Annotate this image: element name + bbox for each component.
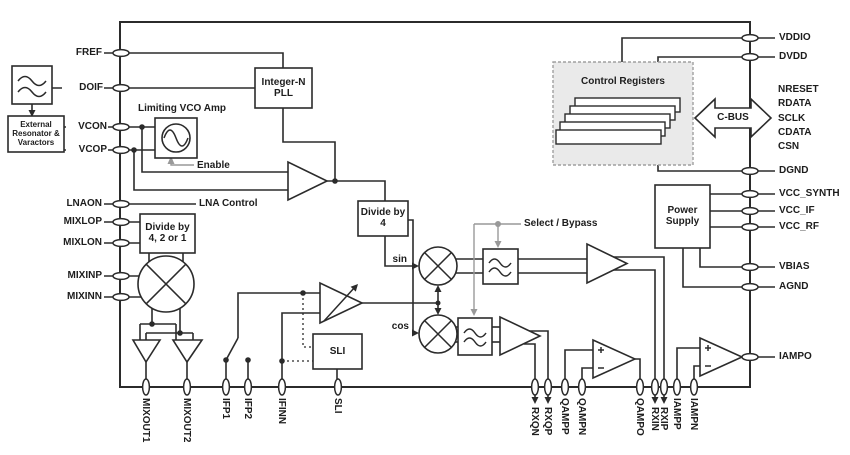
sine-wave-icon bbox=[163, 129, 189, 147]
limiting-vco-amp-label: Limiting VCO Amp bbox=[138, 103, 226, 114]
pin-label-rxip: RXIP bbox=[658, 407, 669, 431]
pin-label-mixlop: MIXLOP bbox=[63, 216, 102, 227]
pin-label-nreset: NRESET bbox=[778, 84, 819, 95]
pin-label-rdata: RDATA bbox=[778, 98, 812, 109]
control-registers-label: Control Registers bbox=[581, 76, 665, 87]
pin-label-rxqp: RXQP bbox=[542, 407, 553, 436]
pin-label-vddio: VDDIO bbox=[779, 32, 811, 43]
resonator-filter-box bbox=[11, 65, 53, 105]
control-lines bbox=[170, 160, 521, 310]
pin-label-doif: DOIF bbox=[62, 82, 104, 93]
register-stack bbox=[555, 97, 681, 145]
pll-label: Integer-N PLL bbox=[261, 77, 306, 99]
lna-control-label: LNA Control bbox=[199, 198, 258, 209]
pin-label-iampn: IAMPN bbox=[688, 398, 699, 431]
pll-box bbox=[254, 67, 313, 109]
pin-label-ifinn: IFINN bbox=[276, 398, 287, 425]
enable-label: Enable bbox=[197, 160, 230, 171]
pin-label-iampp: IAMPP bbox=[671, 398, 682, 430]
power-supply-label: Power Supply bbox=[665, 205, 700, 227]
block-glyphs bbox=[17, 75, 711, 369]
vco-buffer-amp bbox=[287, 160, 329, 202]
pin-label-qampn: QAMPN bbox=[576, 398, 587, 436]
i-filter-box bbox=[482, 248, 519, 285]
pin-label-mixout1: MIXOUT1 bbox=[140, 398, 151, 443]
pin-label-agnd: AGND bbox=[779, 281, 809, 292]
cbus-label: C-BUS bbox=[717, 112, 749, 123]
pin-label-vcc-synth: VCC_SYNTH bbox=[779, 188, 840, 199]
filter-icon-i bbox=[488, 258, 512, 277]
filter-icon-tl bbox=[17, 75, 47, 98]
pin-label-iampo: IAMPO bbox=[779, 351, 812, 362]
pin-label-lnaon: LNAON bbox=[66, 198, 102, 209]
sli-box bbox=[312, 333, 363, 370]
pin-label-vcc-rf: VCC_RF bbox=[779, 221, 820, 232]
pin-markers bbox=[112, 33, 759, 396]
pin-label-fref: FREF bbox=[75, 47, 102, 58]
vga-gain-arrow bbox=[323, 286, 356, 322]
q-filter-box bbox=[457, 317, 493, 356]
sli-sense-lines bbox=[282, 293, 313, 362]
i-opamp bbox=[699, 336, 744, 378]
pin-label-mixinn: MIXINN bbox=[67, 291, 102, 302]
signal-lines bbox=[31, 37, 775, 398]
divide-421-box bbox=[139, 213, 196, 254]
junction-dots bbox=[131, 124, 441, 364]
external-resonator-label: External Resonator & Varactors bbox=[12, 120, 60, 147]
q-output-amp bbox=[499, 315, 542, 357]
sli-label: SLI bbox=[329, 346, 346, 357]
power-supply-box bbox=[654, 184, 711, 249]
pin-label-csn: CSN bbox=[778, 141, 800, 152]
pin-label-dgnd: DGND bbox=[779, 165, 809, 176]
control-arrowheads bbox=[167, 156, 502, 316]
pin-label-mixlon: MIXLON bbox=[63, 237, 102, 248]
pin-label-ifp2: IFP2 bbox=[242, 398, 253, 420]
pin-label-vbias: VBIAS bbox=[779, 261, 810, 272]
pin-label-ifp1: IFP1 bbox=[220, 398, 231, 420]
pin-label-vcc-if: VCC_IF bbox=[779, 205, 815, 216]
mixout2-buffer bbox=[171, 339, 204, 364]
pin-label-sli-pin: SLI bbox=[332, 398, 343, 414]
pin-label-mixout2: MIXOUT2 bbox=[181, 398, 192, 443]
pin-label-sclk: SCLK bbox=[778, 113, 806, 124]
sin-label: sin bbox=[392, 254, 407, 265]
pin-label-dvdd: DVDD bbox=[779, 51, 808, 62]
divide-4-label: Divide by 4 bbox=[360, 207, 406, 229]
pin-label-vcon: VCON bbox=[66, 121, 108, 132]
q-opamp-signs bbox=[598, 347, 604, 369]
external-resonator-box bbox=[7, 115, 65, 153]
mixout1-buffer bbox=[131, 339, 162, 364]
cbus-arrow bbox=[693, 97, 773, 139]
q-opamp bbox=[592, 338, 637, 380]
pin-label-rxqn: RXQN bbox=[529, 407, 540, 436]
pin-label-mixinp: MIXINP bbox=[67, 270, 102, 281]
divide-4-box bbox=[357, 200, 409, 237]
cos-label: cos bbox=[391, 321, 409, 332]
i-opamp-signs bbox=[705, 345, 711, 367]
pin-label-qampo: QAMPO bbox=[634, 398, 645, 436]
i-output-amp bbox=[586, 242, 629, 285]
divide-421-label: Divide by 4, 2 or 1 bbox=[145, 222, 190, 244]
pin-label-vcop: VCOP bbox=[66, 144, 108, 155]
pin-label-cdata: CDATA bbox=[778, 127, 812, 138]
select-bypass-label: Select / Bypass bbox=[524, 218, 598, 229]
pin-label-qampp: QAMPP bbox=[559, 398, 570, 435]
filter-icon-q bbox=[463, 328, 487, 347]
